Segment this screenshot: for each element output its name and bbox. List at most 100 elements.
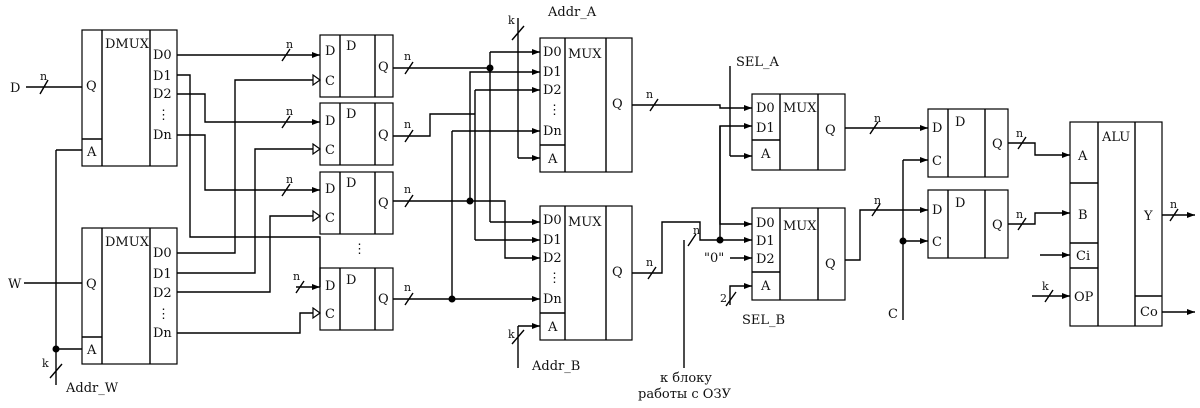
svg-text:D0: D0 [756, 216, 775, 231]
svg-text:Addr_A: Addr_A [547, 5, 597, 20]
dmux-top: DMUX Q A D0 D1 D2 ⋮ Dn [81, 29, 178, 167]
svg-text:⋮: ⋮ [548, 103, 561, 118]
svg-text:D: D [10, 81, 20, 96]
svg-text:D: D [325, 44, 335, 59]
dmux-bottom-q: Q [86, 277, 97, 292]
addr-w: k Addr_W [42, 149, 119, 396]
dmux-bottom-d1: D1 [153, 267, 172, 282]
svg-text:A: A [547, 152, 558, 167]
svg-text:Ci: Ci [1076, 249, 1090, 264]
svg-text:n: n [693, 224, 700, 237]
svg-text:C: C [325, 307, 335, 322]
svg-text:MUX: MUX [568, 215, 602, 230]
svg-text:D: D [346, 273, 356, 288]
svg-text:B: B [1078, 208, 1088, 223]
svg-text:D: D [325, 114, 335, 129]
svg-text:OP: OP [1074, 290, 1094, 305]
dmux-bottom-dots: ⋮ [157, 307, 170, 322]
register-outputs: n n n n [393, 50, 494, 306]
svg-text:Q: Q [612, 97, 623, 112]
svg-text:k: k [508, 328, 515, 341]
svg-text:D1: D1 [756, 121, 775, 136]
svg-text:n: n [40, 70, 47, 83]
svg-text:D0: D0 [756, 101, 775, 116]
svg-text:Dn: Dn [543, 292, 562, 307]
register-0: D D C Q [312, 34, 394, 98]
svg-text:n: n [1016, 127, 1023, 140]
svg-text:A: A [547, 320, 558, 335]
svg-text:W: W [8, 277, 22, 292]
svg-text:C: C [325, 211, 335, 226]
svg-text:D: D [346, 107, 356, 122]
dmux-top-outputs: n n n n [177, 38, 321, 294]
svg-text:n: n [286, 173, 293, 186]
mux-input-buses [451, 51, 540, 300]
addr-b: k Addr_B [508, 325, 580, 374]
dmux-bottom: DMUX Q A D0 D1 D2 ⋮ Dn [81, 227, 178, 365]
register-n: D D C Q [312, 267, 394, 331]
svg-text:MUX: MUX [568, 47, 602, 62]
input-w: W [8, 277, 82, 292]
svg-text:k: k [508, 14, 515, 27]
svg-text:Co: Co [1140, 305, 1158, 320]
mux-sel-b: MUX D0 D1 D2 A Q [751, 207, 846, 301]
svg-text:n: n [404, 183, 411, 196]
svg-text:n: n [1170, 198, 1177, 211]
svg-text:D: D [346, 176, 356, 191]
svg-text:Q: Q [378, 60, 389, 75]
svg-text:n: n [404, 281, 411, 294]
svg-text:D1: D1 [756, 234, 775, 249]
svg-text:D2: D2 [543, 83, 562, 98]
svg-text:Q: Q [992, 137, 1003, 152]
dmux-bottom-d2: D2 [153, 286, 172, 301]
ram-note: к блоку работы с ОЗУ [638, 371, 732, 402]
reg-b: D D C Q [927, 189, 1009, 259]
alu: ALU A B Ci OP Y Co [1069, 121, 1163, 327]
svg-text:Q: Q [825, 123, 836, 138]
svg-text:D: D [955, 196, 965, 211]
svg-text:C: C [888, 307, 898, 322]
dmux-top-dots: ⋮ [157, 108, 170, 123]
svg-text:Q: Q [378, 292, 389, 307]
mux-outputs: n n n [632, 88, 752, 368]
dmux-bottom-dn: Dn [153, 326, 172, 341]
svg-text:A: A [760, 147, 771, 162]
svg-text:D: D [932, 203, 942, 218]
registers-dots: ⋮ [353, 242, 366, 257]
svg-text:⋮: ⋮ [548, 271, 561, 286]
dmux-bottom-d0: D0 [153, 246, 172, 261]
input-d: D n [10, 70, 82, 96]
svg-text:D: D [346, 39, 356, 54]
svg-text:n: n [404, 118, 411, 131]
dmux-bottom-a: A [86, 343, 97, 358]
dmux-top-q: Q [86, 79, 97, 94]
svg-text:A: A [760, 279, 771, 294]
svg-text:k: k [42, 357, 49, 370]
svg-text:C: C [932, 235, 942, 250]
addr-a: k Addr_A [508, 5, 597, 159]
svg-text:Q: Q [992, 218, 1003, 233]
svg-text:n: n [293, 270, 300, 283]
svg-text:n: n [646, 256, 653, 269]
svg-text:D: D [955, 115, 965, 130]
svg-text:Addr_W: Addr_W [65, 381, 119, 396]
sel-wiring: SEL_A "0" 2 SEL_B [704, 55, 785, 328]
register-2: D D C Q [312, 171, 394, 235]
svg-text:n: n [874, 112, 881, 125]
arrowheads [312, 49, 1195, 329]
svg-text:A: A [1077, 149, 1088, 164]
svg-text:ALU: ALU [1101, 130, 1130, 145]
svg-text:Y: Y [1143, 209, 1153, 224]
reg-wiring: n n C [845, 112, 928, 322]
dmux-bottom-outputs [177, 79, 313, 334]
dmux-top-a: A [86, 145, 97, 160]
mux-b: MUX D0 D1 D2 ⋮ Dn A Q [539, 205, 633, 341]
svg-text:C: C [325, 74, 335, 89]
svg-text:n: n [1016, 208, 1023, 221]
reg-a: D D C Q [927, 108, 1009, 178]
dmux-bottom-title: DMUX [105, 235, 150, 250]
svg-text:D0: D0 [543, 45, 562, 60]
dmux-top-dn: Dn [153, 128, 172, 143]
